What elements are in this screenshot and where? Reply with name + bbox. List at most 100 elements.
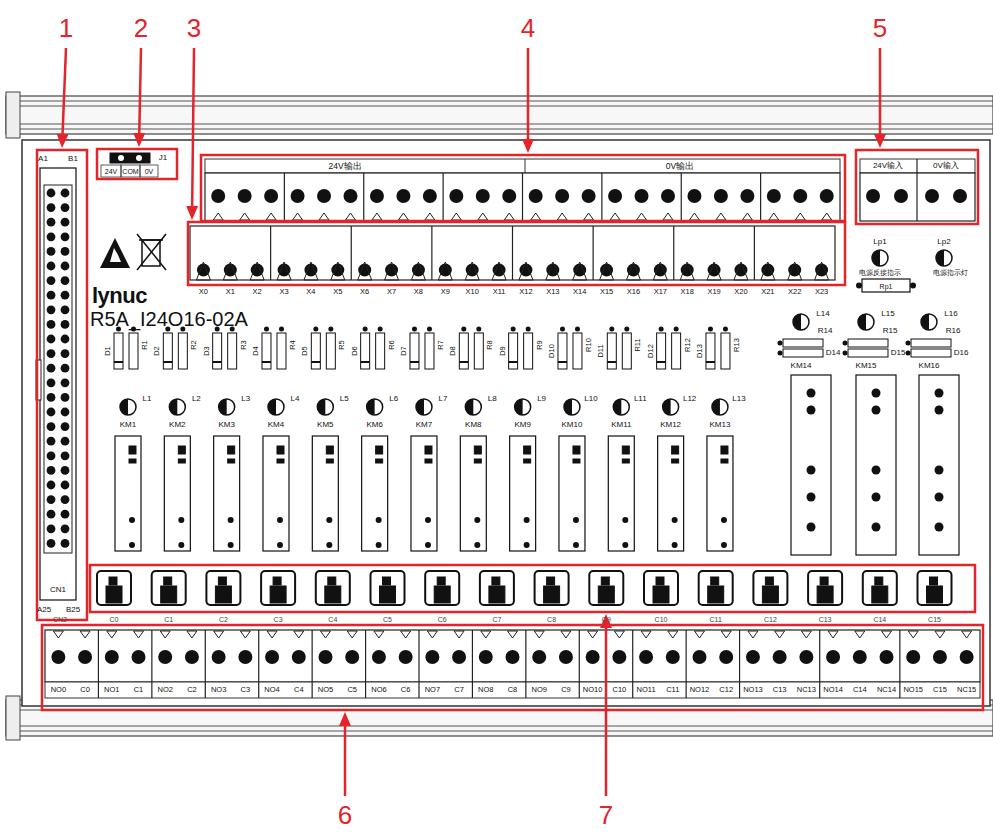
pin-label: A25 bbox=[37, 606, 51, 614]
diode-symbol bbox=[163, 333, 172, 369]
relay-pin bbox=[277, 446, 284, 454]
relay-pin bbox=[622, 459, 629, 463]
socket-symbol bbox=[820, 577, 828, 585]
relay-pin bbox=[129, 459, 136, 463]
led-label: L14 bbox=[816, 310, 829, 318]
socket-label: C14 bbox=[873, 616, 886, 623]
led-label: L5 bbox=[340, 395, 349, 403]
led-symbol bbox=[367, 399, 383, 415]
terminal-screw bbox=[612, 650, 626, 664]
terminal-screw bbox=[449, 189, 463, 203]
connector-pin bbox=[61, 481, 70, 490]
socket-symbol bbox=[653, 586, 669, 603]
socket-label: C5 bbox=[383, 616, 392, 623]
terminal-mark bbox=[240, 631, 250, 638]
resistor-symbol bbox=[178, 333, 187, 369]
terminal-mark bbox=[53, 631, 63, 638]
jumper-pin-label: 24V bbox=[105, 168, 117, 175]
led-label: L11 bbox=[634, 395, 647, 403]
relay-label: KM14 bbox=[791, 362, 812, 370]
terminal-label: C2 bbox=[187, 686, 197, 694]
socket-label: C12 bbox=[764, 616, 777, 623]
input-label: X5 bbox=[333, 288, 342, 296]
terminal-mark bbox=[689, 213, 699, 220]
terminal-mark bbox=[769, 213, 779, 220]
terminal-mark bbox=[795, 213, 805, 220]
din-rail-line bbox=[6, 106, 993, 107]
terminal-mark bbox=[716, 213, 726, 220]
diode-symbol bbox=[783, 349, 823, 357]
solder-pad bbox=[560, 327, 565, 332]
connector-pin bbox=[61, 437, 70, 446]
solder-pad bbox=[575, 327, 580, 332]
relay-pin bbox=[376, 517, 382, 523]
terminal-screw bbox=[265, 650, 279, 664]
diode-band bbox=[163, 361, 172, 363]
led-symbol bbox=[268, 399, 284, 415]
terminal-screw bbox=[746, 650, 760, 664]
callout-frame bbox=[42, 625, 983, 710]
terminal-screw bbox=[666, 650, 680, 664]
terminal-divider bbox=[593, 226, 594, 280]
terminal-label: C7 bbox=[454, 686, 464, 694]
terminal-label: NO12 bbox=[690, 686, 710, 694]
terminal-screw bbox=[399, 650, 413, 664]
relay-pin bbox=[935, 523, 944, 532]
input-label: X18 bbox=[681, 288, 694, 296]
jumper-label: J1 bbox=[159, 154, 167, 162]
connector-pin bbox=[61, 276, 70, 285]
resistor-label: R13 bbox=[733, 338, 741, 352]
led-symbol bbox=[416, 399, 424, 415]
relay-pin bbox=[935, 389, 944, 398]
socket-symbol bbox=[261, 571, 295, 605]
diode-band bbox=[706, 361, 715, 363]
callout-arrowhead bbox=[874, 134, 886, 148]
resistor-symbol bbox=[376, 333, 385, 369]
terminal-mark bbox=[534, 631, 544, 638]
solder-pad bbox=[778, 351, 783, 356]
relay-pin bbox=[672, 459, 679, 463]
socket-symbol bbox=[437, 577, 445, 585]
diode-symbol bbox=[706, 333, 715, 369]
callout-number: 7 bbox=[599, 802, 613, 828]
relay-body bbox=[608, 436, 634, 551]
terminal-mark bbox=[801, 631, 811, 638]
relay-pin bbox=[872, 523, 881, 532]
socket-symbol bbox=[164, 577, 172, 585]
led-label: L4 bbox=[291, 395, 300, 403]
terminal-screw bbox=[132, 650, 146, 664]
diode-symbol bbox=[509, 333, 518, 369]
relay-body bbox=[411, 436, 437, 551]
relay-pin bbox=[178, 459, 185, 463]
relay-pin bbox=[872, 466, 881, 475]
led-symbol bbox=[317, 399, 325, 415]
pin-label: B25 bbox=[66, 606, 80, 614]
callout-arrow bbox=[344, 726, 347, 796]
terminal-label: C4 bbox=[294, 686, 304, 694]
terminal-screw bbox=[773, 650, 787, 664]
terminal-label: NO3 bbox=[211, 686, 226, 694]
solder-pad bbox=[526, 327, 531, 332]
relay-label: KM4 bbox=[268, 421, 284, 429]
led-symbol bbox=[564, 399, 580, 415]
terminal-mark bbox=[668, 631, 678, 638]
relay-pin bbox=[622, 517, 628, 523]
terminal-screw bbox=[396, 189, 410, 203]
socket-symbol bbox=[547, 577, 555, 585]
connector-pin bbox=[47, 218, 56, 227]
terminal-mark bbox=[546, 262, 560, 280]
relay-pin bbox=[622, 446, 629, 454]
terminal-mark bbox=[600, 262, 614, 280]
socket-symbol bbox=[817, 586, 833, 603]
terminal-mark bbox=[695, 631, 705, 638]
input-label: X15 bbox=[600, 288, 613, 296]
diode-label: D8 bbox=[450, 346, 458, 356]
resistor-symbol bbox=[911, 339, 951, 347]
led-label: L12 bbox=[683, 395, 696, 403]
terminal-divider bbox=[916, 159, 917, 221]
socket-symbol bbox=[480, 571, 514, 605]
socket-symbol bbox=[383, 577, 391, 585]
led-symbol bbox=[169, 399, 177, 415]
terminal-screw bbox=[532, 650, 546, 664]
